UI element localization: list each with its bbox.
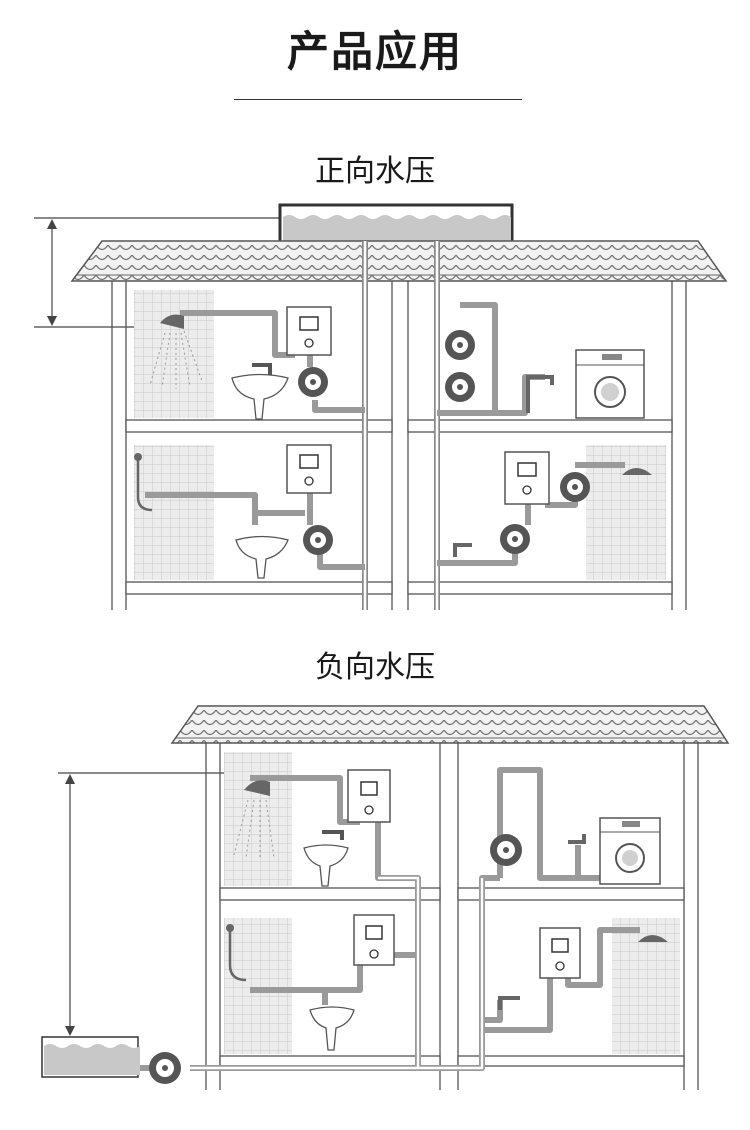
tile-wall — [224, 918, 292, 1054]
faucet-icon — [252, 363, 272, 375]
rooftop-water-tank — [278, 203, 514, 245]
shower-head-icon — [149, 314, 203, 389]
washbasin-icon — [309, 1006, 355, 1051]
building-structure — [111, 281, 687, 610]
water-tank-icon — [41, 1036, 140, 1078]
faucet-icon — [526, 375, 554, 413]
booster-pump-icon — [445, 372, 475, 402]
shower-head-icon — [622, 468, 652, 475]
negative-pressure-diagram — [41, 705, 730, 1090]
booster-pump-icon — [500, 524, 530, 554]
water-heater-icon — [286, 306, 332, 356]
shower-head-icon — [226, 924, 247, 982]
tile-wall — [224, 752, 292, 886]
faucet-icon — [453, 543, 472, 557]
booster-pump-icon — [303, 525, 333, 555]
tile-wall — [134, 445, 214, 580]
booster-pump-icon — [445, 330, 475, 360]
shower-head-icon — [134, 453, 153, 512]
water-heater-icon — [347, 769, 391, 823]
booster-pump-icon — [298, 367, 328, 397]
booster-pump-icon — [490, 834, 522, 866]
water-heater-icon — [353, 914, 395, 966]
page-title: 产品应用 — [286, 27, 463, 76]
shower-head-icon — [233, 780, 275, 860]
title-divider — [234, 99, 522, 100]
booster-pump-icon — [560, 472, 590, 502]
roof — [170, 705, 730, 744]
section-title-negative-pressure: 负向水压 — [315, 650, 435, 685]
branch-pipes — [145, 302, 625, 570]
building-structure — [205, 743, 699, 1090]
faucet-icon — [498, 996, 520, 1010]
washing-machine-icon — [599, 817, 661, 885]
section-title-positive-pressure: 正向水压 — [315, 154, 435, 189]
positive-pressure-diagram — [34, 203, 728, 610]
faucet-icon — [322, 830, 344, 840]
water-heater-icon — [539, 927, 581, 979]
water-heater-icon — [286, 444, 332, 494]
faucet-icon — [568, 834, 586, 844]
height-dimension — [58, 772, 240, 1036]
water-heater-icon — [504, 451, 550, 505]
washbasin-icon — [235, 535, 289, 579]
booster-pump-icon — [149, 1052, 181, 1084]
roof — [70, 240, 728, 282]
shower-head-icon — [638, 935, 668, 942]
washbasin-icon — [303, 844, 349, 887]
washing-machine-icon — [575, 349, 645, 419]
tile-wall — [134, 290, 214, 418]
washbasin-icon — [231, 373, 289, 420]
